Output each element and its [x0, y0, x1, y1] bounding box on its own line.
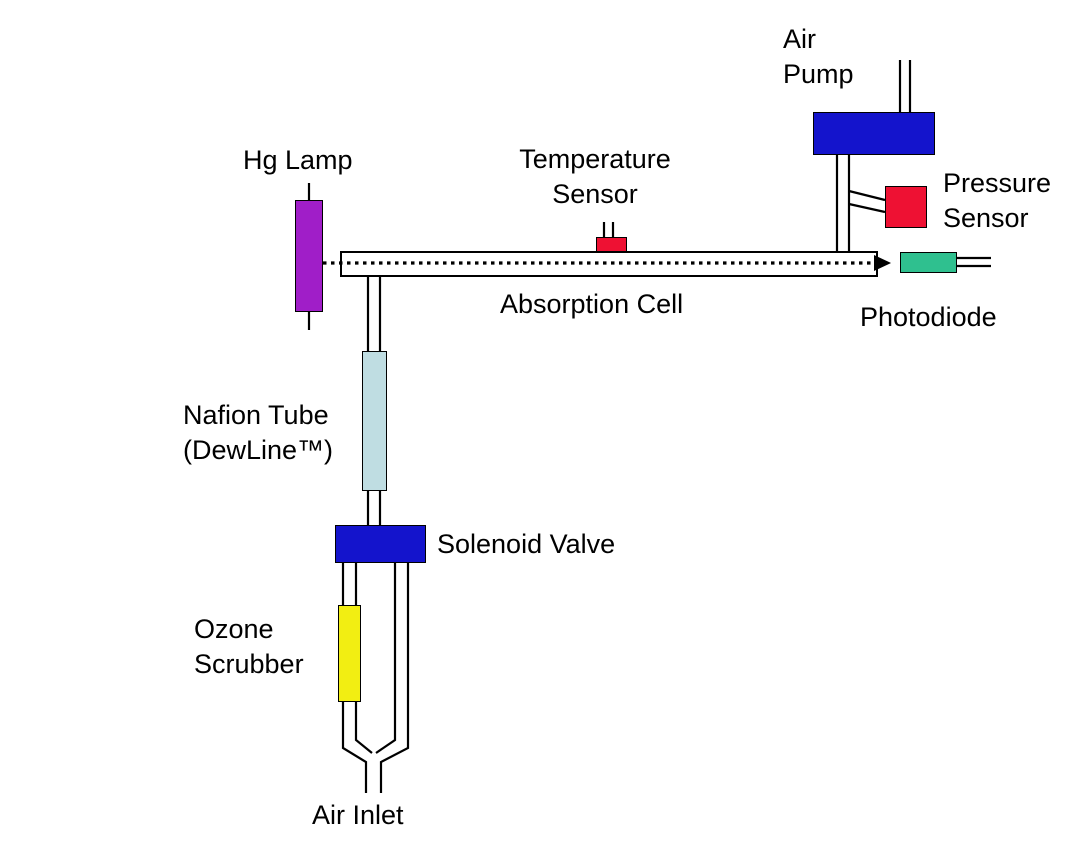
air-pump-label: Air Pump — [783, 24, 854, 89]
temperature-sensor-leads — [602, 222, 615, 238]
scrubber-branch-pipe — [341, 701, 373, 793]
pressure-sensor-connector — [848, 189, 886, 214]
cell-to-nafion-pipe — [366, 276, 382, 352]
air-pump — [813, 112, 935, 155]
pressure-sensor-label: Pressure Sensor — [943, 168, 1052, 233]
nafion-tube — [362, 351, 387, 491]
valve-to-scrubber-pipe — [341, 562, 358, 606]
bypass-branch-pipe — [375, 562, 410, 793]
solenoid-valve — [335, 525, 426, 563]
nafion-to-valve-pipe — [366, 490, 382, 526]
photodiode-wires — [957, 256, 991, 268]
ozone-scrubber-label: Ozone Scrubber — [194, 614, 304, 679]
air-inlet-label: Air Inlet — [312, 800, 404, 830]
ozone-scrubber — [338, 605, 361, 702]
pump-exhaust-pipe — [898, 60, 912, 112]
nafion-tube-label: Nafion Tube (DewLine™) — [183, 400, 334, 465]
temperature-sensor — [596, 237, 627, 252]
solenoid-valve-label: Solenoid Valve — [437, 529, 616, 559]
temperature-sensor-label: Temperature Sensor — [519, 144, 671, 209]
absorption-cell-label: Absorption Cell — [500, 289, 684, 319]
photodiode — [900, 252, 957, 273]
hg-lamp — [295, 200, 323, 312]
pressure-sensor — [885, 186, 927, 228]
beam-arrowhead-icon — [874, 255, 891, 271]
pump-to-cell-pipe — [835, 155, 851, 252]
hg-lamp-label: Hg Lamp — [243, 145, 353, 175]
photodiode-label: Photodiode — [860, 302, 997, 332]
